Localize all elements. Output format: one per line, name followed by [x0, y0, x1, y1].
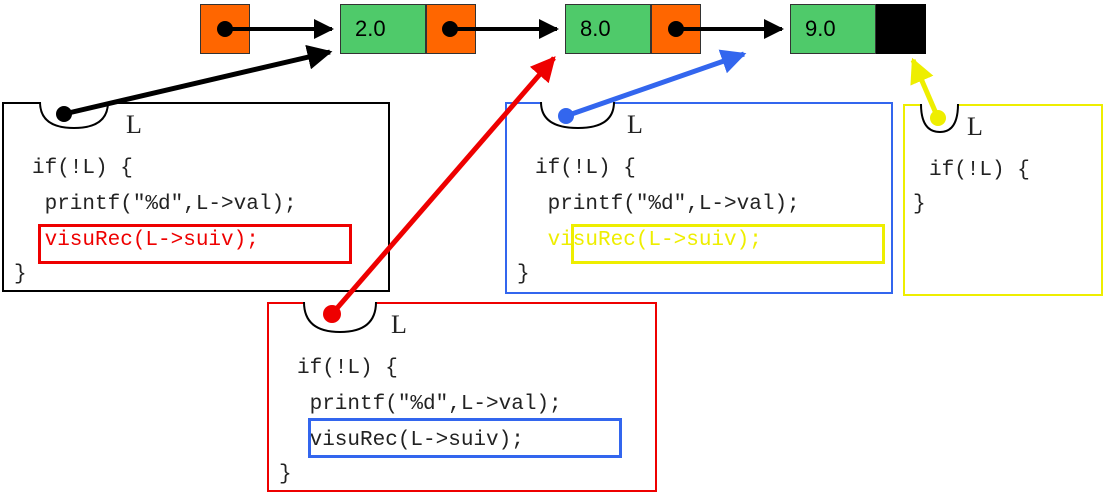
frame-3-pointer-arrow [558, 49, 747, 124]
frame-1-code-line-3: visuRec(L->suiv); [32, 229, 259, 252]
frame-4-param-label: L [967, 112, 983, 141]
call-frame-2: L if(!L) { printf("%d",L->val); visuRec(… [267, 302, 657, 492]
frame-4-code-line-2: } [913, 193, 926, 216]
frame-3-code-line-1: if(!L) { [535, 157, 636, 180]
frame-1-param-label: L [126, 110, 142, 139]
frame-2-param-label: L [391, 310, 407, 339]
frame-3-code-line-4: } [517, 263, 530, 286]
frame-1-code-line-1: if(!L) { [32, 157, 133, 180]
node-2-to-node-3-arrow [668, 19, 784, 39]
list-node-2-value: 8.0 [565, 4, 651, 54]
frame-1-pointer-arrow [56, 44, 333, 122]
frame-3-code-line-2: printf("%d",L->val); [535, 193, 800, 216]
frame-2-pointer-arrow [323, 56, 556, 323]
list-node-3-value: 9.0 [790, 4, 876, 54]
node-1-to-node-2-arrow [442, 19, 559, 39]
frame-4-code-line-1: if(!L) { [929, 159, 1030, 182]
head-to-node-1-arrow [217, 19, 334, 39]
frame-2-code-line-3: visuRec(L->suiv); [297, 429, 524, 452]
frame-2-code-line-4: } [279, 463, 292, 486]
list-node-1-value: 2.0 [340, 4, 426, 54]
frame-1-recursive-call-highlight [38, 224, 352, 264]
frame-1-code-line-2: printf("%d",L->val); [32, 193, 297, 216]
frame-1-code-line-4: } [14, 263, 27, 286]
list-node-3-null-cell [876, 4, 926, 54]
frame-4-pointer-arrow [910, 57, 946, 126]
frame-2-code-line-2: printf("%d",L->val); [297, 393, 562, 416]
call-frame-3: L if(!L) { printf("%d",L->val); visuRec(… [505, 102, 893, 294]
frame-3-param-label: L [627, 110, 643, 139]
frame-3-param-cup [540, 101, 615, 130]
frame-2-code-line-1: if(!L) { [297, 357, 398, 380]
frame-3-recursive-call-highlight [571, 224, 885, 264]
call-frame-1: L if(!L) { printf("%d",L->val); visuRec(… [2, 102, 390, 292]
frame-3-code-line-3: visuRec(L->suiv); [535, 229, 762, 252]
call-frame-4: L if(!L) { } [903, 104, 1103, 296]
frame-2-recursive-call-highlight [308, 418, 622, 458]
